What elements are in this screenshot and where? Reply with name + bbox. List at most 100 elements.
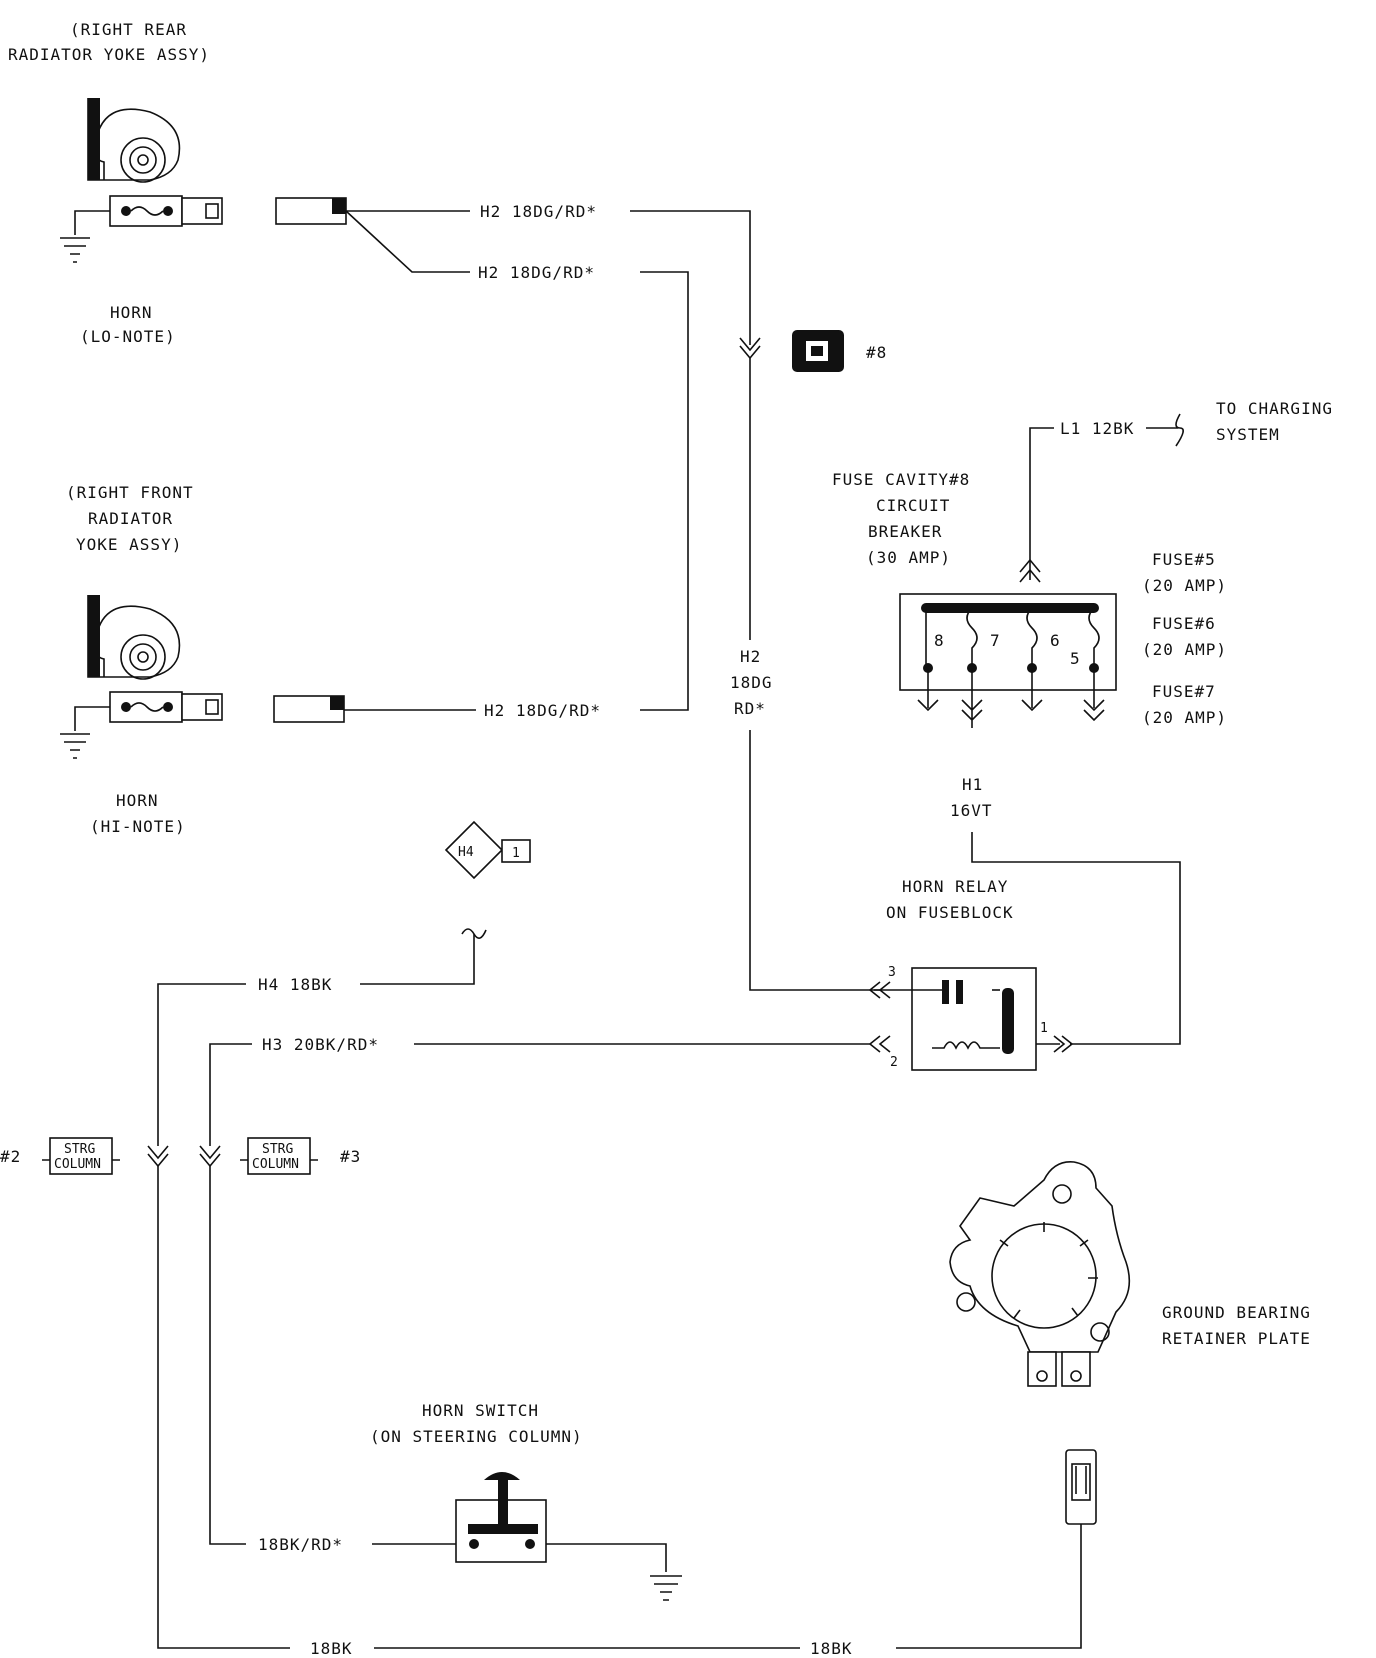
charging-label-1: TO CHARGING — [1216, 399, 1333, 418]
strg-left-label-2: COLUMN — [54, 1157, 101, 1172]
fuse7-label-1: FUSE#7 — [1152, 682, 1216, 701]
wire-h4-b — [157, 983, 246, 1146]
wire-h1-label-2: 16VT — [950, 801, 993, 820]
wire-18bk-right-label: 18BK — [810, 1639, 853, 1658]
fuse-pin-8: 8 — [934, 631, 945, 650]
wire-18bkrd-a — [209, 1166, 246, 1545]
fuse-pin-5: 5 — [1070, 649, 1081, 668]
connector-chevron-icon — [147, 1145, 169, 1168]
fuse6-label-1: FUSE#6 — [1152, 614, 1216, 633]
relay-pin-3: 3 — [888, 965, 896, 980]
horn-lo-label-1: HORN — [110, 303, 153, 322]
wire-18bk-right-a — [896, 1524, 1082, 1649]
plate-center-hole — [991, 1223, 1097, 1329]
h4-diamond-tag — [444, 820, 504, 880]
fuse-elements — [925, 607, 1100, 666]
horn-hi-bracket — [88, 595, 100, 677]
horn-lo-bracket — [88, 98, 100, 180]
fuse6-label-2: (20 AMP) — [1142, 640, 1227, 659]
ground-plate-label-1: GROUND BEARING — [1162, 1303, 1311, 1322]
relay-pin3-chevron-icon — [868, 981, 891, 999]
horn-hi-note: (RIGHT FRONT RADIATOR YOKE ASSY) HORN (H… — [60, 483, 223, 836]
rear-yoke-label-1: (RIGHT REAR — [70, 20, 187, 39]
horn-lo-ring-outer — [120, 137, 166, 183]
front-yoke-label-2: RADIATOR — [88, 509, 173, 528]
wire-h2-lower-label: H2 18DG/RD* — [478, 263, 595, 282]
horn-hi-label-1: HORN — [116, 791, 159, 810]
horn-lo-ring-inner — [137, 154, 149, 166]
rear-yoke-label-2: RADIATOR YOKE ASSY) — [8, 45, 210, 64]
wire-h1-label-1: H1 — [962, 775, 983, 794]
horn-switch-ground-wire — [546, 1543, 667, 1572]
relay-armature — [1002, 988, 1014, 1054]
connector-chevron-icon — [199, 1145, 221, 1168]
ground-plate-label-2: RETAINER PLATE — [1162, 1329, 1311, 1348]
wire-l1-label: L1 12BK — [1060, 419, 1134, 438]
fuse-out-chevron-icon — [1083, 668, 1105, 722]
wire-h2-lower-b — [640, 271, 689, 711]
wire-break-icon — [1146, 413, 1184, 447]
fuse-pin-7: 7 — [990, 631, 1001, 650]
wire-h3-label: H3 20BK/RD* — [262, 1035, 379, 1054]
fuse-out-chevron-icon — [1021, 668, 1043, 712]
horn-relay-label-1: HORN RELAY — [902, 877, 1008, 896]
horn-hi-body — [87, 595, 181, 678]
wire-18bkrd-label: 18BK/RD* — [258, 1535, 343, 1554]
wire-h2-to-relay — [749, 730, 880, 991]
h4-tag-label: H4 — [458, 845, 474, 860]
wire-h2-upper-label: H2 18DG/RD* — [480, 202, 597, 221]
horn-relay-label-2: ON FUSEBLOCK — [886, 903, 1014, 922]
strg-column-left — [49, 1137, 113, 1175]
ground-icon — [650, 1575, 682, 1601]
fuse-pin-6: 6 — [1050, 631, 1061, 650]
horn-switch-label-2: (ON STEERING COLUMN) — [370, 1427, 583, 1446]
wire-18bk-left — [157, 1166, 290, 1649]
strg-column-right — [247, 1137, 311, 1175]
fuse-up-chevron-icon — [1019, 558, 1041, 583]
horn-lo-note: (RIGHT REAR RADIATOR YOKE ASSY) HORN (LO… — [8, 20, 223, 346]
fuse-cavity-label-2: CIRCUIT — [876, 496, 950, 515]
connector-8-label: #8 — [866, 343, 887, 362]
horn-lo-body — [87, 98, 181, 181]
strg-right-label-1: STRG — [262, 1142, 293, 1157]
horn-lo-ring-mid — [129, 146, 157, 174]
wire-h3-b — [209, 1043, 252, 1146]
fuse-cavity-label-3: BREAKER — [868, 522, 942, 541]
front-yoke-label-3: YOKE ASSY) — [76, 535, 182, 554]
horn-switch-plunger — [468, 1472, 538, 1534]
h4-tag-number: 1 — [512, 846, 520, 861]
wire-h2-upper-b — [630, 210, 751, 345]
ground-bearing-plate: GROUND BEARING RETAINER PLATE — [949, 1161, 1311, 1387]
charging-label-2: SYSTEM — [1216, 425, 1280, 444]
fuse-cavity-label-1: FUSE CAVITY#8 — [832, 470, 970, 489]
wire-h2-hi-label: H2 18DG/RD* — [484, 701, 601, 720]
plate-outline — [949, 1161, 1131, 1353]
fuse-out-chevron-icon — [961, 668, 983, 728]
wire-h4-a — [360, 934, 475, 985]
fuse-cavity-label-4: (30 AMP) — [866, 548, 951, 567]
strg-right-number: #3 — [340, 1147, 361, 1166]
relay-pin-2: 2 — [890, 1055, 898, 1070]
fuse5-label-1: FUSE#5 — [1152, 550, 1216, 569]
wire-h2-vertical-label-1: H2 — [740, 647, 761, 666]
ground-icon — [60, 237, 90, 263]
horn-relay — [911, 967, 1037, 1071]
horn-hi-label-2: (HI-NOTE) — [90, 817, 186, 836]
wire-18bk-left-label: 18BK — [310, 1639, 353, 1658]
relay-pin1-chevron-icon — [1036, 1035, 1074, 1053]
wire-h4-label: H4 18BK — [258, 975, 332, 994]
fuse5-label-2: (20 AMP) — [1142, 576, 1227, 595]
fuse7-label-2: (20 AMP) — [1142, 708, 1227, 727]
relay-pin2-chevron-icon — [868, 1035, 891, 1053]
strg-left-label-1: STRG — [64, 1142, 95, 1157]
horn-lo-ground-wire — [74, 210, 110, 235]
wire-h1 — [971, 832, 1181, 1045]
horn-switch-label-1: HORN SWITCH — [422, 1401, 539, 1420]
ground-icon — [60, 733, 90, 759]
horn-lo-label-2: (LO-NOTE) — [80, 327, 176, 346]
wire-h2-lower-a — [345, 210, 470, 273]
wire-h2-vertical-label-2: 18DG — [730, 673, 773, 692]
wire-h2-vertical-label-3: RD* — [734, 699, 766, 718]
strg-left-number: #2 — [0, 1147, 21, 1166]
